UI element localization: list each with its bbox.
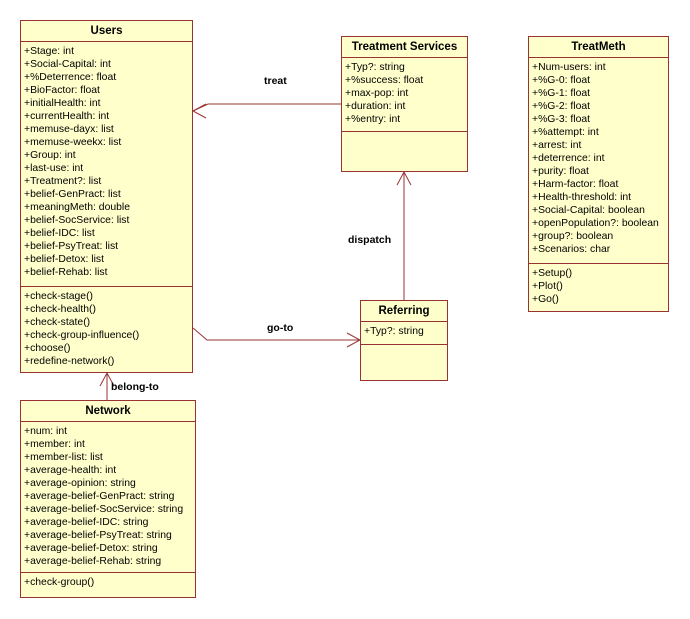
class-treatmeth-attribute: +Health-threshold: int <box>532 192 632 203</box>
class-treatmeth-attributes: +Num-users: int +%G-0: float +%G-1: float +… <box>529 58 668 264</box>
class-network-attribute: +member-list: list <box>24 452 103 463</box>
dispatch-label: dispatch <box>348 234 392 246</box>
class-network[interactable]: Network +num: int +member: int +member-lis… <box>20 400 196 598</box>
belong-to-label: belong-to <box>111 381 159 393</box>
class-users-attribute: +%Deterrence: float <box>24 72 117 83</box>
class-treatmeth-attribute: +%attempt: int <box>532 127 599 138</box>
class-treatment-services-attribute: +%entry: int <box>345 114 401 125</box>
class-users-attribute: +memuse-dayx: list <box>24 124 114 135</box>
class-users[interactable]: Users +Stage: int +Social-Capital: int +%D… <box>20 20 193 373</box>
class-treatmeth-attribute: +Social-Capital: boolean <box>532 205 645 216</box>
class-users-name: Users <box>21 21 192 42</box>
class-users-attribute: +last-use: int <box>24 163 84 174</box>
class-treatment-services[interactable]: Treatment Services +Typ?: string +%succes… <box>341 36 468 172</box>
class-treatmeth-attribute: +deterrence: int <box>532 153 605 164</box>
class-users-attribute: +currentHealth: int <box>24 111 110 122</box>
belong-to-arrowhead <box>99 371 115 387</box>
class-treatment-services-attribute: +duration: int <box>345 101 406 112</box>
class-users-attribute: +belief-Detox: list <box>24 254 104 265</box>
class-users-operation: +check-health() <box>24 304 96 315</box>
class-treatmeth-operations: +Setup() +Plot() +Go() <box>529 264 668 309</box>
class-users-attribute: +meaningMeth: double <box>24 202 131 213</box>
class-users-operation: +redefine-network() <box>24 356 115 367</box>
dispatch-arrowhead <box>396 170 412 186</box>
class-treatmeth[interactable]: TreatMeth +Num-users: int +%G-0: float +%G… <box>528 36 669 312</box>
class-network-operations: +check-group() <box>21 573 195 592</box>
class-treatmeth-attribute: +%G-1: float <box>532 88 591 99</box>
class-network-attribute: +average-belief-GenPract: string <box>24 491 175 502</box>
class-treatment-services-attribute: +Typ?: string <box>345 62 405 73</box>
class-treatmeth-attribute: +group?: boolean <box>532 231 614 242</box>
class-network-attribute: +member: int <box>24 439 85 450</box>
class-users-attribute: +Treatment?: list <box>24 176 102 187</box>
class-network-attribute: +average-opinion: string <box>24 478 136 489</box>
class-treatment-services-attribute: +%success: float <box>345 75 424 86</box>
class-treatmeth-operation: +Setup() <box>532 268 573 279</box>
class-network-attribute: +average-belief-IDC: string <box>24 517 149 528</box>
class-treatmeth-attribute: +Harm-factor: float <box>532 179 619 190</box>
class-treatment-services-attributes: +Typ?: string +%success: float +max-pop: i… <box>342 58 467 132</box>
class-users-attribute: +belief-SocService: list <box>24 215 130 226</box>
class-treatmeth-attribute: +Num-users: int <box>532 62 606 73</box>
class-treatment-services-operations <box>342 132 467 138</box>
class-network-attribute: +average-health: int <box>24 465 117 476</box>
class-network-attribute: +average-belief-PsyTreat: string <box>24 530 172 541</box>
class-users-operation: +check-state() <box>24 317 91 328</box>
class-network-attributes: +num: int +member: int +member-list: list +… <box>21 422 195 573</box>
class-treatment-services-name: Treatment Services <box>342 37 467 58</box>
class-treatmeth-operation: +Go() <box>532 294 559 305</box>
class-treatmeth-attribute: +%G-2: float <box>532 101 591 112</box>
go-to-label: go-to <box>267 322 294 334</box>
class-treatmeth-name: TreatMeth <box>529 37 668 58</box>
class-treatmeth-attribute: +openPopulation?: boolean <box>532 218 659 229</box>
class-network-attribute: +average-belief-Detox: string <box>24 543 158 554</box>
class-referring[interactable]: Referring +Typ?: string <box>360 300 448 381</box>
class-users-attribute: +belief-PsyTreat: list <box>24 241 119 252</box>
class-referring-name: Referring <box>361 301 447 322</box>
class-users-attribute: +initialHealth: int <box>24 98 101 109</box>
treat-line <box>192 103 341 112</box>
class-treatmeth-operation: +Plot() <box>532 281 563 292</box>
class-users-operation: +choose() <box>24 343 71 354</box>
class-users-attribute: +Social-Capital: int <box>24 59 111 70</box>
class-users-operation: +check-group-influence() <box>24 330 140 341</box>
class-network-name: Network <box>21 401 195 422</box>
class-treatmeth-attribute: +%G-3: float <box>532 114 591 125</box>
class-treatmeth-attribute: +arrest: int <box>532 140 582 151</box>
class-users-attribute: +BioFactor: float <box>24 85 100 96</box>
class-users-attribute: +Group: int <box>24 150 76 161</box>
class-users-attributes: +Stage: int +Social-Capital: int +%Deterre… <box>21 42 192 287</box>
class-network-attribute: +average-belief-SocService: string <box>24 504 184 515</box>
class-users-attribute: +belief-IDC: list <box>24 228 95 239</box>
class-referring-attribute: +Typ?: string <box>364 326 424 337</box>
treat-label: treat <box>264 75 287 87</box>
class-users-operations: +check-stage() +check-health() +check-stat… <box>21 287 192 371</box>
class-referring-operations <box>361 345 447 351</box>
class-users-attribute: +belief-GenPract: list <box>24 189 121 200</box>
class-users-operation: +check-stage() <box>24 291 94 302</box>
class-network-attribute: +num: int <box>24 426 68 437</box>
class-users-attribute: +memuse-weekx: list <box>24 137 122 148</box>
treat-arrowhead <box>191 103 207 119</box>
go-to-line <box>192 327 360 341</box>
class-network-operation: +check-group() <box>24 577 95 588</box>
class-treatmeth-attribute: +%G-0: float <box>532 75 591 86</box>
class-treatmeth-attribute: +purity: float <box>532 166 589 177</box>
class-treatment-services-attribute: +max-pop: int <box>345 88 409 99</box>
class-network-attribute: +average-belief-Rehab: string <box>24 556 162 567</box>
class-referring-attributes: +Typ?: string <box>361 322 447 345</box>
class-users-attribute: +belief-Rehab: list <box>24 267 108 278</box>
class-users-attribute: +Stage: int <box>24 46 74 57</box>
class-treatmeth-attribute: +Scenarios: char <box>532 244 611 255</box>
